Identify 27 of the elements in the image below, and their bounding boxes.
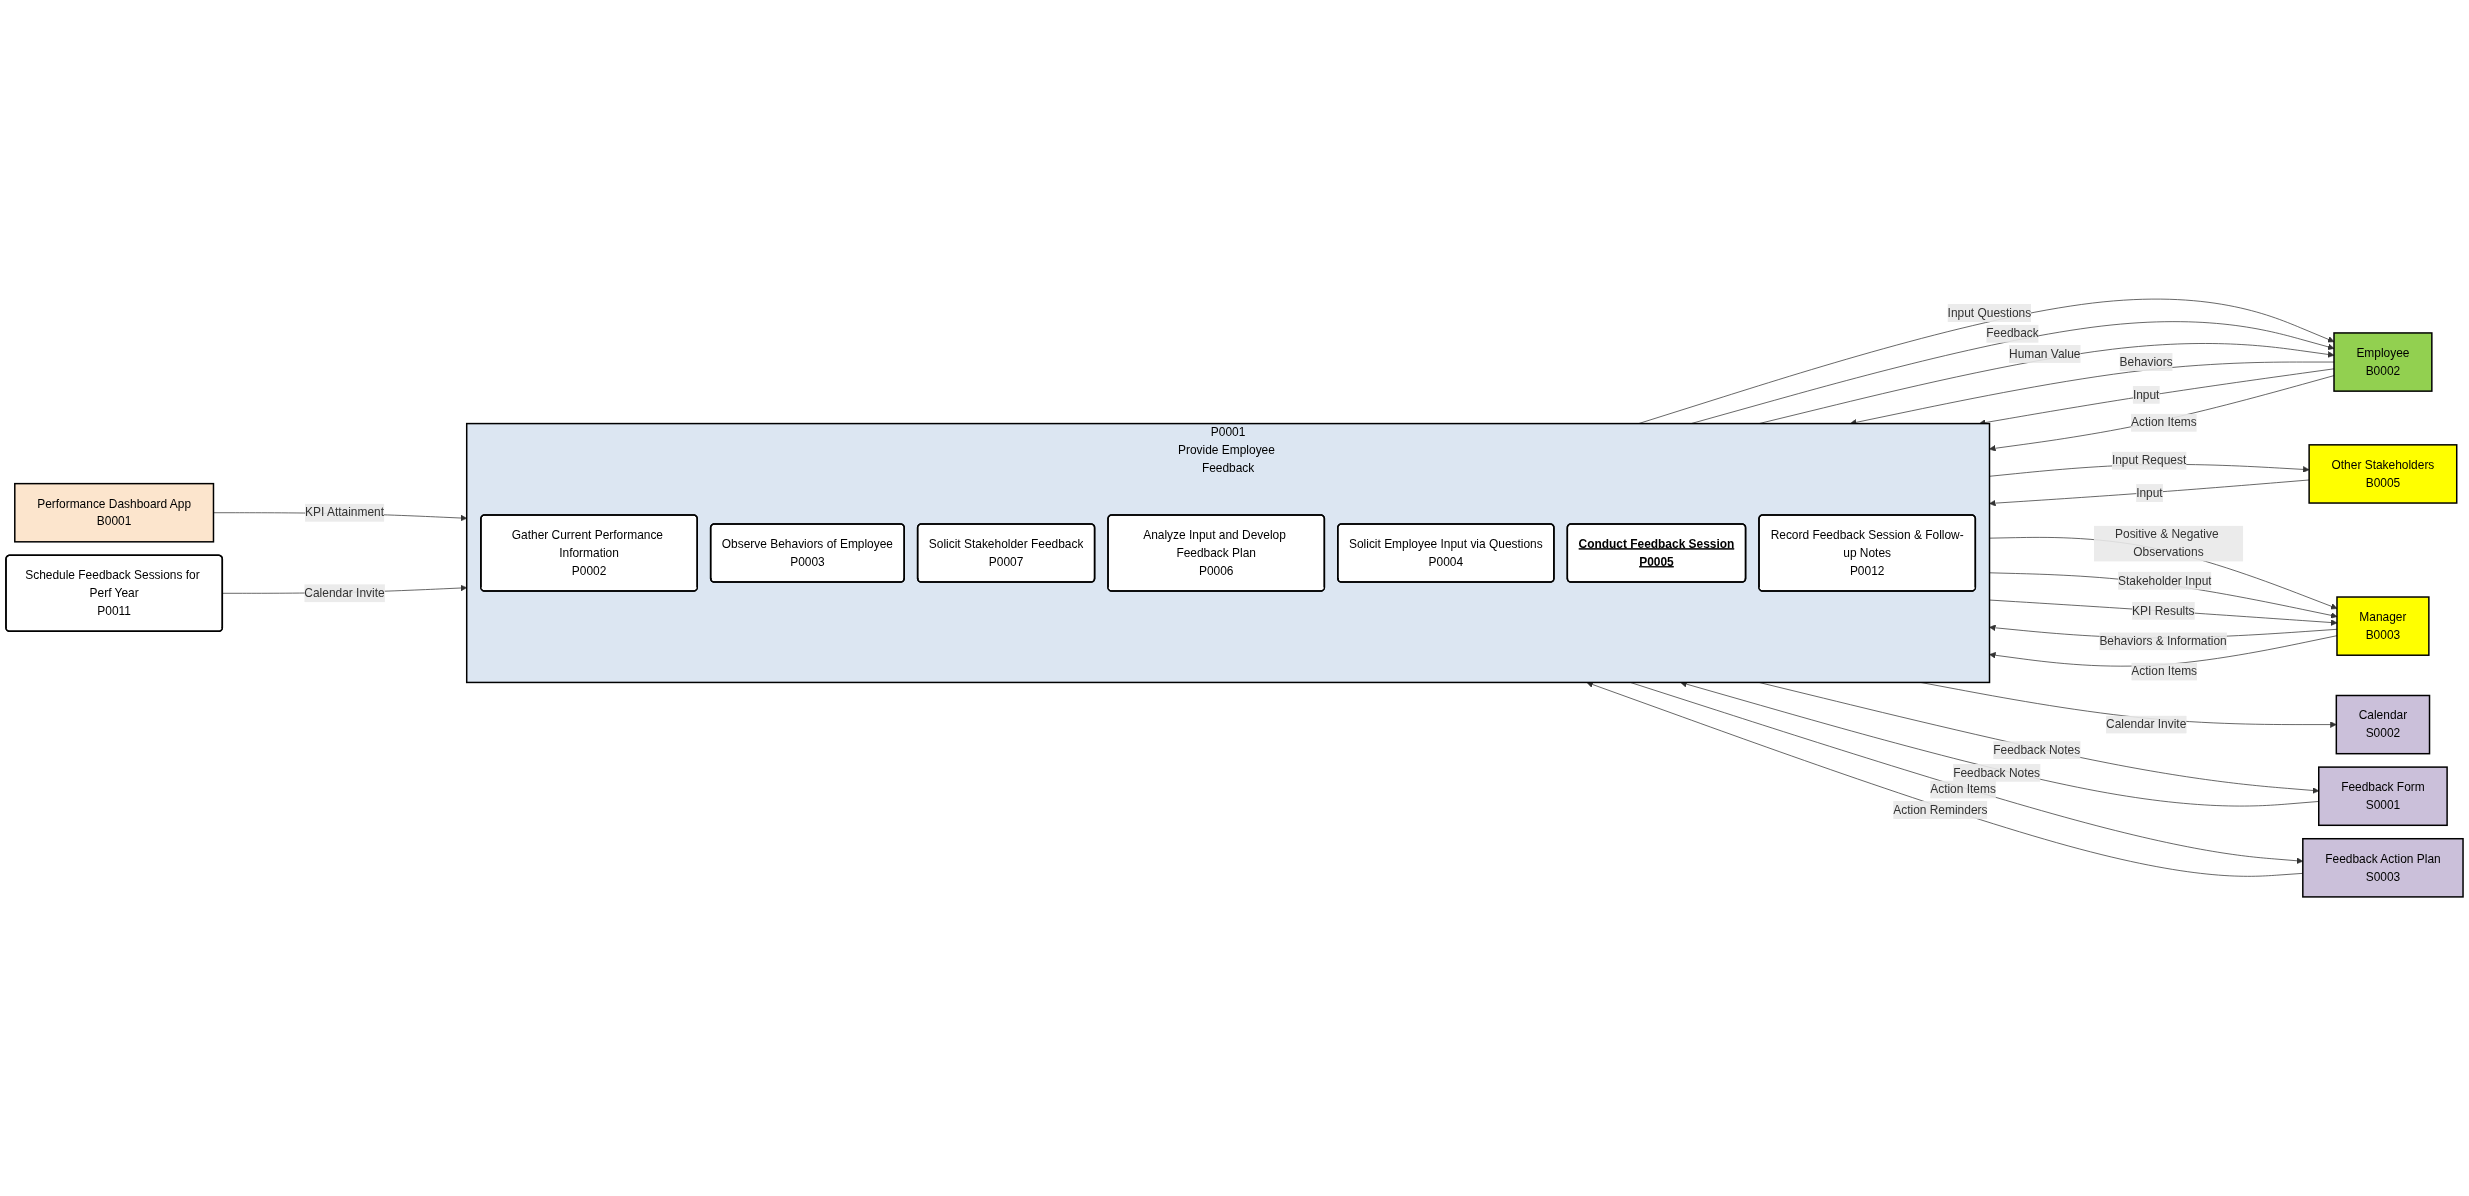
edge-label: Input Request <box>2111 453 2187 467</box>
edge-label: Action Reminders <box>1893 803 1988 816</box>
edge-label: Action Items <box>2131 664 2198 678</box>
edge-label: Feedback Notes <box>1993 743 2081 757</box>
edge-label: Input Questions <box>1947 306 2032 319</box>
edge-label: Behaviors <box>2119 355 2173 369</box>
node-box: Feedback Form S0001 <box>2318 766 2448 827</box>
edge-label: KPI Attainment <box>305 506 384 519</box>
edge-label: Input <box>2136 486 2163 500</box>
node-box: Feedback Action Plan S0003 <box>2302 838 2464 898</box>
edge-label: Feedback Notes <box>1953 766 2041 779</box>
node-box: Employee B0002 <box>2333 332 2433 392</box>
edge-label: Action Items <box>1930 782 1996 796</box>
edge-label: Positive & Negative Observations <box>2115 528 2219 559</box>
node-box: Other Stakeholders B0005 <box>2308 444 2458 504</box>
edge-label: Input <box>2132 388 2160 401</box>
edge-label: Behaviors & Information <box>2099 634 2227 648</box>
edge-label: Stakeholder Input <box>2118 574 2212 587</box>
node-box: Manager B0003 <box>2336 596 2430 656</box>
node-box: Performance Dashboard App B0001 <box>14 482 215 543</box>
edge-label: Human Value <box>2009 347 2081 360</box>
edge-label: Calendar Invite <box>304 586 385 600</box>
edge-label: Feedback <box>1986 327 2039 340</box>
edge-label: Calendar Invite <box>2106 717 2187 731</box>
node-box: Calendar S0002 <box>2335 694 2431 755</box>
edge-label: Action Items <box>2131 416 2197 429</box>
edge-label: KPI Results <box>2132 604 2195 617</box>
